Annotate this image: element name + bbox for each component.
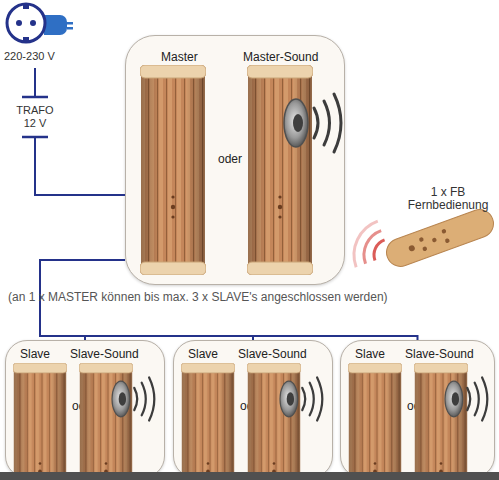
transformer-bar bbox=[22, 136, 48, 139]
remote-button bbox=[432, 237, 438, 243]
remote-control bbox=[383, 206, 498, 271]
transformer-bar bbox=[22, 96, 48, 99]
remote-body bbox=[383, 206, 498, 271]
note-text: (an 1 x MASTER können bis max. 3 x SLAVE… bbox=[8, 291, 388, 304]
remote-button bbox=[422, 246, 428, 252]
remote-button bbox=[419, 237, 425, 243]
socket-ground bbox=[23, 5, 29, 9]
node-label: oder bbox=[218, 152, 242, 166]
power-wire bbox=[34, 68, 36, 97]
node-label: oder bbox=[72, 399, 96, 413]
node-label: Slave-Sound bbox=[238, 347, 307, 361]
power-wire bbox=[35, 137, 125, 195]
socket-hole bbox=[30, 20, 36, 26]
slave-box: Slave oder Slave-Sound bbox=[340, 340, 495, 478]
socket-ground bbox=[23, 37, 29, 41]
node-label: Slave bbox=[188, 347, 218, 361]
socket-symbol bbox=[7, 4, 45, 42]
node-label: Slave-Sound bbox=[70, 347, 139, 361]
signal-wave bbox=[364, 231, 381, 264]
node-label: Master bbox=[161, 50, 198, 64]
plug-symbol bbox=[44, 15, 67, 35]
slave-box: Slave oder Slave-Sound bbox=[5, 340, 165, 478]
remote-button bbox=[441, 228, 447, 234]
node-label: Slave bbox=[20, 347, 50, 361]
node-label: Master-Sound bbox=[243, 50, 318, 64]
node-label: oder bbox=[407, 399, 431, 413]
device-label: 1 x FB Fernbedienung bbox=[402, 186, 494, 212]
node-label: Slave-Sound bbox=[405, 347, 474, 361]
remote-button bbox=[445, 238, 451, 244]
signal-wave bbox=[354, 221, 378, 267]
remote-button bbox=[408, 244, 416, 252]
device-label: TRAFO 12 V bbox=[13, 104, 57, 130]
master-box: Master oder Master-Sound bbox=[125, 35, 345, 285]
slave-box: Slave oder Slave-Sound bbox=[173, 340, 333, 478]
node-label: Slave bbox=[355, 347, 385, 361]
socket-hole bbox=[16, 20, 22, 26]
plug-pin bbox=[67, 27, 73, 30]
node-label: oder bbox=[240, 399, 264, 413]
plug-pin bbox=[67, 22, 73, 25]
signal-wave bbox=[374, 240, 385, 260]
device-label: 220-230 V bbox=[4, 50, 55, 63]
